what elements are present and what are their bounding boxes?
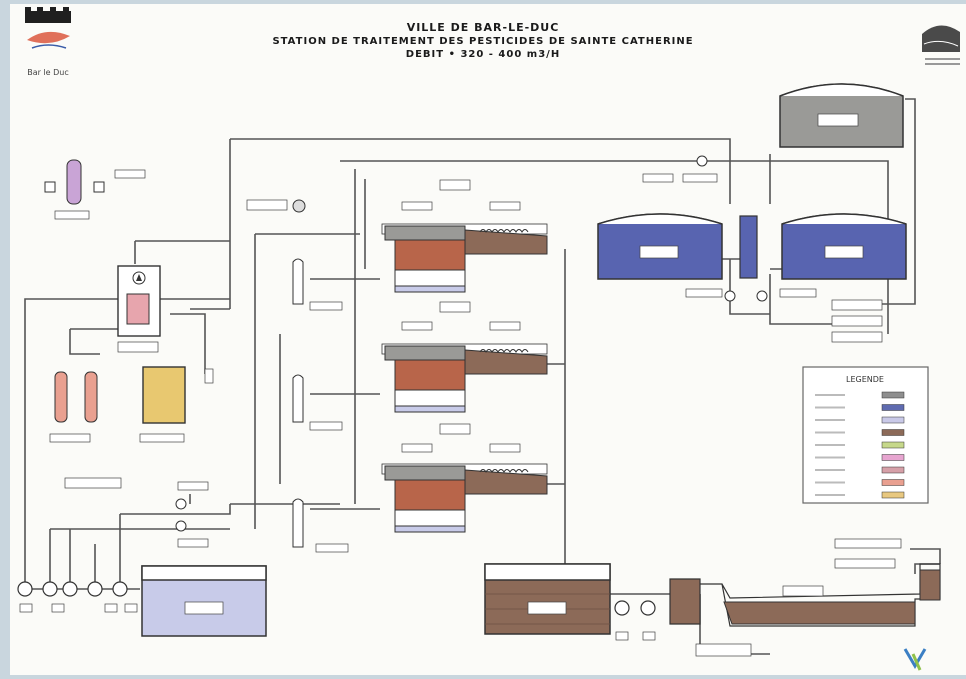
legend-title: LEGENDE — [846, 375, 884, 384]
diagram-sheet: VILLE DE BAR-LE-DUC STATION DE TRAITEMEN… — [10, 4, 966, 675]
process-flow-diagram: VILLE DE BAR-LE-DUC STATION DE TRAITEMEN… — [17, 7, 960, 671]
legend-item — [815, 479, 905, 486]
legend-label-placeholder — [815, 456, 845, 459]
legend-swatch — [881, 429, 905, 436]
filter-1 — [381, 179, 548, 293]
legend-swatch — [881, 416, 905, 424]
legend-label-placeholder — [815, 406, 845, 409]
title-line-3: DEBIT • 320 - 400 m3/H — [406, 49, 560, 60]
chlorine-cylinders — [49, 371, 98, 443]
legend-swatch — [881, 454, 905, 461]
title-line-1: VILLE DE BAR-LE-DUC — [407, 21, 560, 34]
outlet-labels — [695, 299, 902, 657]
bar-le-duc-logo: Bar le Duc — [25, 7, 71, 77]
filter-2 — [381, 301, 548, 413]
legend-swatch — [881, 491, 905, 499]
legend-item — [815, 441, 905, 449]
agence-logo — [922, 25, 960, 65]
reservoir-eau-potable-1 — [597, 213, 723, 280]
legend-label-placeholder — [815, 431, 845, 434]
air-compressor — [44, 159, 146, 220]
pump-row-left — [17, 581, 138, 613]
bache-eau-traitee — [141, 565, 267, 637]
legend-swatch — [881, 466, 905, 474]
title-line-2: STATION DE TRAITEMENT DES PESTICIDES DE … — [272, 36, 693, 47]
bache-eau-potable — [739, 215, 758, 279]
lagune-de-decantation — [669, 563, 941, 627]
legend-label-placeholder — [815, 444, 845, 446]
logo-caption: Bar le Duc — [27, 68, 69, 77]
compressor-unit — [204, 199, 306, 384]
legend-swatch — [881, 479, 905, 486]
legend-swatch — [881, 404, 905, 411]
legend-label-placeholder — [815, 419, 845, 421]
legend-swatch — [881, 391, 905, 399]
bache-eaux-sales — [484, 563, 611, 635]
reservoir-eau-brute — [779, 83, 904, 148]
legend-item — [815, 454, 905, 461]
legend-label-placeholder — [815, 494, 845, 496]
filter-3 — [381, 423, 548, 533]
charcoal-storage — [139, 366, 186, 443]
legend-item — [815, 416, 905, 424]
pump-row-middle — [614, 600, 656, 641]
legend: LEGENDE — [802, 366, 929, 504]
flow-meters — [64, 155, 817, 548]
legend-swatch — [881, 441, 905, 449]
legend-item — [815, 429, 905, 436]
legend-label-placeholder — [815, 394, 845, 396]
legend-label-placeholder — [815, 481, 845, 484]
legend-label-placeholder — [815, 469, 845, 471]
corner-logo-accent — [911, 653, 922, 671]
reservoir-eau-potable-2 — [781, 213, 907, 280]
injection-columns — [292, 258, 349, 553]
chlorine-generator — [117, 265, 161, 353]
legend-item — [815, 466, 905, 474]
legend-item — [815, 491, 905, 499]
legend-item — [815, 391, 905, 399]
legend-item — [815, 404, 905, 411]
corner-logo — [903, 648, 927, 669]
